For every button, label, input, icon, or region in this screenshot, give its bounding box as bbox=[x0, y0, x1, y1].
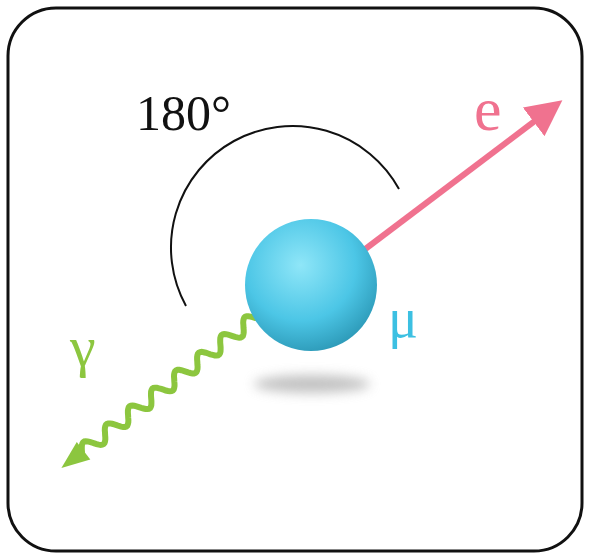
electron-label: e bbox=[474, 78, 502, 140]
sphere-shadow bbox=[254, 375, 370, 393]
photon-arrowhead bbox=[61, 442, 90, 468]
frame bbox=[8, 8, 582, 551]
muon-label-slot: μ bbox=[388, 290, 418, 346]
photon-wave bbox=[82, 316, 255, 452]
electron-arrow bbox=[360, 111, 548, 253]
angle-label: 180° bbox=[136, 88, 231, 138]
angle-label-slot: 180° bbox=[136, 88, 231, 138]
muon-label: μ bbox=[388, 290, 418, 346]
muon-sphere bbox=[245, 219, 377, 351]
photon-label: γ bbox=[70, 318, 96, 376]
electron-label-slot: e bbox=[474, 78, 502, 140]
photon-label-slot: γ bbox=[70, 318, 96, 376]
